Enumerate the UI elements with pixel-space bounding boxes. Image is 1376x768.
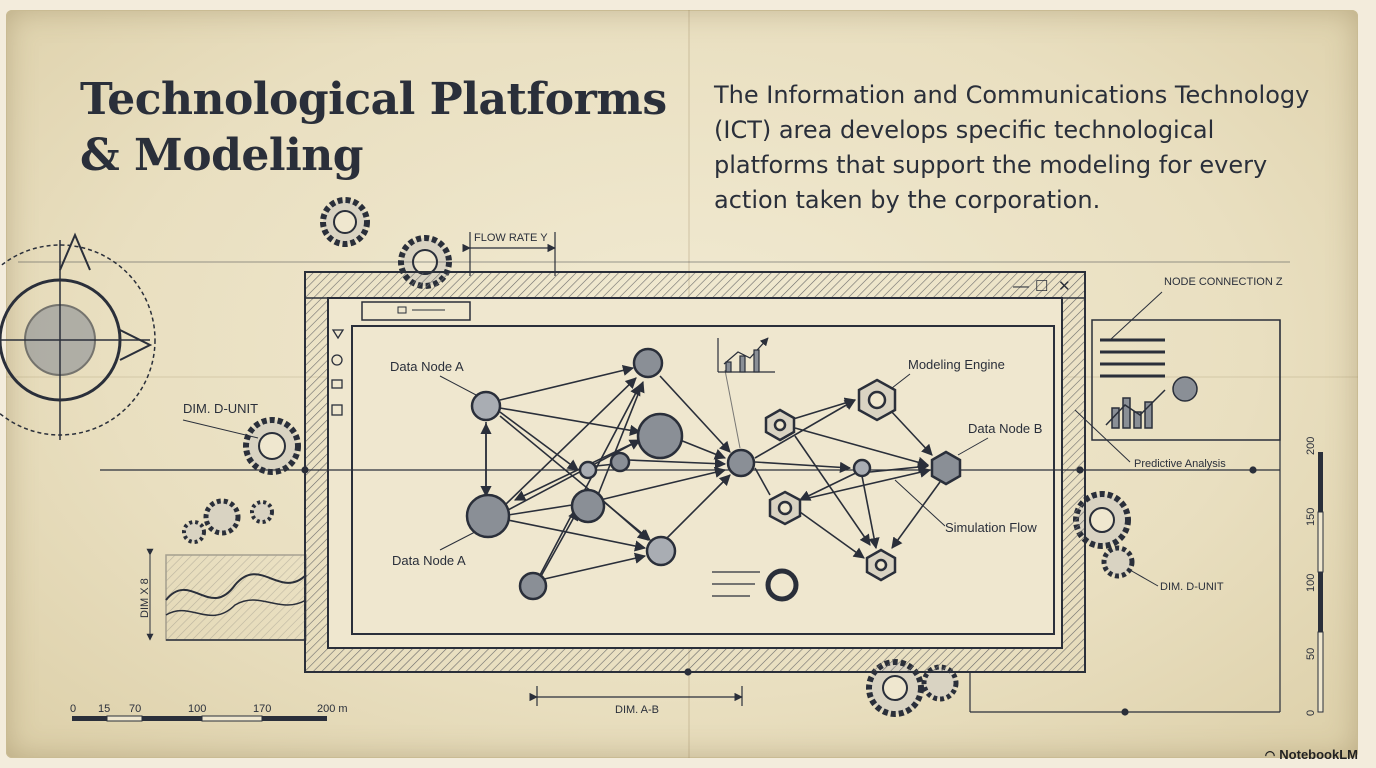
minimize-button[interactable]: —	[1013, 278, 1029, 295]
flow-rate-label: FLOW RATE Y	[474, 232, 548, 244]
network-node	[518, 571, 548, 601]
notebooklm-logo-icon: ◠	[1264, 747, 1276, 762]
page-title: Technological Platforms & Modeling	[80, 74, 667, 181]
data-node-a-top-label: Data Node A	[390, 359, 464, 374]
network-node	[645, 535, 677, 567]
scale-tick: 50	[1305, 648, 1317, 660]
network-node	[636, 412, 684, 460]
analytics-panel	[1091, 319, 1281, 441]
scale-tick: 200	[1305, 437, 1317, 455]
hex-nodes	[764, 378, 962, 582]
line-chart-icon	[717, 337, 775, 373]
simulation-flow-label: Simulation Flow	[945, 520, 1037, 535]
network-edges	[480, 364, 941, 581]
blueprint-window	[304, 271, 1086, 673]
network-node	[609, 451, 631, 473]
data-node-b-label: Data Node B	[968, 421, 1042, 436]
scale-tick: 15	[98, 703, 110, 715]
dim-d-unit-right-label: DIM. D-UNIT	[1160, 581, 1224, 593]
node-connection-label: NODE CONNECTION Z	[1164, 276, 1283, 288]
network-node	[632, 347, 664, 379]
network-node	[726, 448, 756, 478]
donut-chart-icon	[712, 568, 799, 602]
dim-x8-label: DIM X 8	[139, 578, 151, 618]
brand-label: NotebookLM	[1279, 747, 1358, 762]
flow-rate-dimension	[462, 232, 556, 276]
dim-ab-label: DIM. A-B	[615, 704, 659, 716]
scale-tick: 70	[129, 703, 141, 715]
scale-tick: 100	[1305, 574, 1317, 592]
scale-tick: 150	[1305, 508, 1317, 526]
modeling-engine-label: Modeling Engine	[908, 357, 1005, 372]
compass-mechanism-icon	[0, 232, 156, 440]
network-nodes	[465, 347, 872, 601]
scale-tick: 170	[253, 703, 271, 715]
scale-tick: 0	[70, 703, 76, 715]
scale-tick: 200 m	[317, 703, 348, 715]
data-node-b	[930, 450, 962, 486]
wave-chart-panel	[146, 548, 307, 641]
scale-tick: 100	[188, 703, 206, 715]
data-node-a-top	[470, 390, 502, 422]
predictive-analysis-label: Predictive Analysis	[1134, 458, 1226, 470]
network-node	[578, 460, 598, 480]
network-node	[570, 488, 606, 524]
network-node	[852, 458, 872, 478]
maximize-button[interactable]: ☐	[1035, 278, 1048, 295]
scale-bar-bottom	[72, 715, 327, 722]
dimension-lines	[18, 261, 1290, 716]
data-node-a-bottom-label: Data Node A	[392, 553, 466, 568]
scale-tick: 0	[1305, 710, 1317, 716]
scale-bar-right	[1317, 452, 1324, 713]
notebooklm-brand: ◠ NotebookLM	[1265, 747, 1358, 762]
close-button[interactable]: ✕	[1058, 278, 1071, 295]
dim-d-unit-left-label: DIM. D-UNIT	[183, 401, 258, 416]
data-node-a-bottom	[465, 493, 511, 539]
description: The Information and Communications Techn…	[714, 81, 1310, 214]
